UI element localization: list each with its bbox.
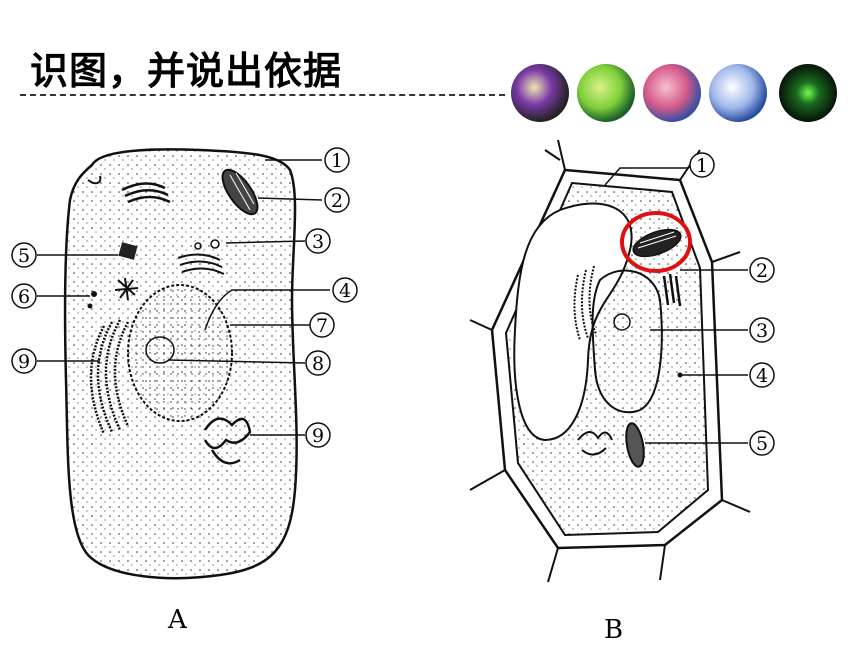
svg-text:1: 1 [331, 150, 343, 172]
chloroplast [632, 228, 682, 258]
golgi-thumb [709, 64, 767, 122]
svg-text:8: 8 [312, 353, 324, 375]
svg-text:5: 5 [18, 245, 30, 267]
svg-text:7: 7 [316, 315, 328, 337]
a-label-6: 6 [11, 283, 37, 309]
svg-text:3: 3 [756, 320, 768, 342]
a-label-1: 1 [324, 147, 350, 173]
svg-text:1: 1 [696, 155, 708, 177]
animal-cell-a [37, 148, 330, 580]
b-label-1: 1 [689, 152, 715, 178]
svg-text:5: 5 [756, 433, 768, 455]
centrosome [118, 242, 138, 260]
b-label-2: 2 [749, 257, 775, 283]
a-label-7: 7 [309, 312, 335, 338]
thumbnail-strip [511, 64, 837, 122]
cell-b-labels: 1 2 3 4 5 [689, 152, 775, 456]
a-label-8: 8 [305, 350, 331, 376]
svg-text:3: 3 [312, 231, 324, 253]
highlight-circle [620, 211, 692, 273]
cell-a-labels: 1 2 3 4 5 6 7 8 9 9 [11, 147, 358, 448]
a-label-9-right: 9 [305, 422, 331, 448]
b-label-5: 5 [749, 430, 775, 456]
a-label-2: 2 [324, 187, 350, 213]
nucleus [127, 284, 233, 422]
page-title: 识图，并说出依据 [30, 49, 343, 93]
svg-text:9: 9 [18, 351, 30, 373]
nucleolus [145, 336, 175, 364]
svg-text:4: 4 [339, 280, 351, 302]
a-label-9-left: 9 [11, 348, 37, 374]
fluorescent-cell-thumb [779, 64, 837, 122]
plant-cell-b [469, 139, 751, 583]
caption-a: A [168, 605, 187, 635]
b-label-4: 4 [749, 362, 775, 388]
a-label-5: 5 [11, 242, 37, 268]
svg-text:9: 9 [312, 425, 324, 447]
a-label-4: 4 [332, 277, 358, 303]
b-label-3: 3 [749, 317, 775, 343]
chloroplast-thumb [577, 64, 635, 122]
svg-text:2: 2 [756, 260, 768, 282]
mitochondria-thumb [643, 64, 701, 122]
caption-b: B [604, 615, 624, 645]
mitochondrion-b [625, 422, 645, 468]
svg-text:4: 4 [756, 365, 768, 387]
svg-text:2: 2 [331, 190, 343, 212]
nucleolus-b [613, 313, 631, 331]
a-label-3: 3 [305, 228, 331, 254]
svg-text:6: 6 [18, 286, 30, 308]
purple-organelle-thumb [511, 64, 569, 122]
title-underline [20, 94, 505, 96]
